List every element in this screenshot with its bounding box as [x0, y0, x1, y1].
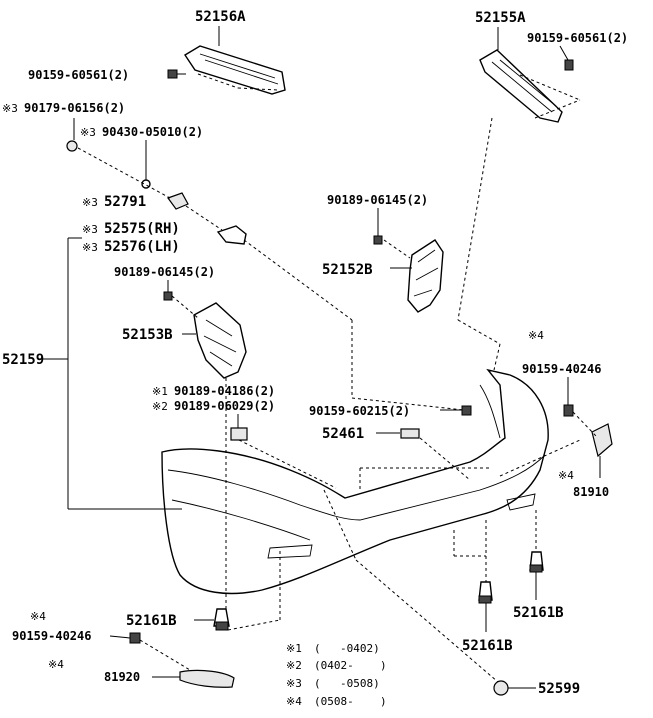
clip-90189-04186 — [230, 427, 248, 441]
legend-open-3: ( — [314, 677, 321, 690]
reflector-81920 — [179, 669, 235, 688]
label-81910: 81910 — [573, 485, 609, 499]
legend-key-2: ※2 — [286, 659, 302, 672]
bracket-52153b — [163, 291, 247, 379]
clip-90159-40246-left — [129, 632, 141, 644]
legend-open-1: ( — [314, 642, 321, 655]
mark-3-b: ※3 — [80, 126, 96, 139]
mark-3-c: ※3 — [82, 196, 98, 209]
legend-key-1: ※1 — [286, 642, 302, 655]
retainer-52161b-right — [529, 551, 544, 573]
part-labels: 52156A 52155A 90159-60561(2) 90159-60561… — [2, 9, 628, 697]
label-52155a: 52155A — [475, 10, 526, 26]
bracket-52152b — [373, 235, 444, 313]
bracket-52575-52576 — [216, 225, 247, 245]
legend-value-2: (0402- — [314, 659, 354, 672]
bumper-cover-52159 — [161, 368, 549, 595]
label-52161b-center: 52161B — [462, 638, 513, 654]
legend-key-3: ※3 — [286, 677, 302, 690]
label-90159-40246-left: 90159-40246 — [12, 629, 91, 643]
label-52156a: 52156A — [195, 9, 246, 25]
leader-lines — [42, 26, 601, 689]
label-90189-06029: 90189-06029(2) — [174, 399, 275, 413]
mark-4-d: ※4 — [48, 658, 64, 671]
label-52575: 52575(RH) — [104, 221, 180, 237]
pad-52461 — [400, 428, 420, 439]
mark-1: ※1 — [152, 385, 168, 398]
legend-value-4: (0508- — [314, 695, 354, 708]
label-52152b: 52152B — [322, 262, 373, 278]
label-90159-60215: 90159-60215(2) — [309, 404, 410, 418]
retainer-52156a — [184, 45, 286, 95]
label-90159-60561-left: 90159-60561(2) — [28, 68, 129, 82]
plug-52599 — [493, 680, 509, 696]
label-90189-06145-lower: 90189-06145(2) — [114, 265, 215, 279]
mark-3-e: ※3 — [82, 241, 98, 254]
mark-3-d: ※3 — [82, 223, 98, 236]
mark-2: ※2 — [152, 400, 168, 413]
clip-90159-60561-right — [564, 59, 574, 71]
clip-90159-60561-left — [167, 69, 186, 79]
nut-90179-06156 — [66, 140, 78, 152]
legend-key-4: ※4 — [286, 695, 302, 708]
legend-close-4: ) — [380, 695, 387, 708]
label-52161b-right: 52161B — [513, 605, 564, 621]
label-90159-60561-right: 90159-60561(2) — [527, 31, 628, 45]
clip-90159-40246-right — [563, 404, 574, 417]
label-52461: 52461 — [322, 426, 364, 442]
label-52159: 52159 — [2, 352, 44, 368]
label-52791: 52791 — [104, 194, 146, 210]
mark-4-b: ※4 — [558, 469, 574, 482]
legend-close-3: -0508) — [340, 677, 380, 690]
mark-4-c: ※4 — [30, 610, 46, 623]
retainer-52161b-left — [213, 608, 230, 631]
retainer-52155a — [479, 49, 581, 123]
label-90430-05010: 90430-05010(2) — [102, 125, 203, 139]
mark-3-a: ※3 — [2, 102, 18, 115]
label-90189-06145-upper: 90189-06145(2) — [327, 193, 428, 207]
label-90189-04186: 90189-04186(2) — [174, 384, 275, 398]
retainer-52161b-center — [478, 581, 493, 604]
legend-close-1: -0402) — [340, 642, 380, 655]
label-81920: 81920 — [104, 670, 140, 684]
label-90179-06156: 90179-06156(2) — [24, 101, 125, 115]
label-52153b: 52153B — [122, 327, 173, 343]
label-90159-40246-right: 90159-40246 — [522, 362, 601, 376]
label-52576: 52576(LH) — [104, 239, 180, 255]
legend-close-2: ) — [380, 659, 387, 672]
label-52599: 52599 — [538, 681, 580, 697]
clip-52791 — [167, 192, 189, 210]
mark-4-a: ※4 — [528, 329, 544, 342]
clip-90159-60215 — [461, 405, 472, 416]
label-52161b-left: 52161B — [126, 613, 177, 629]
date-legend: ※1 ( -0402) ※2 (0402- ) ※3 ( -0508) ※4 (… — [286, 642, 387, 708]
reflector-81910 — [591, 423, 613, 458]
assembly-dashed-lines — [77, 117, 597, 683]
